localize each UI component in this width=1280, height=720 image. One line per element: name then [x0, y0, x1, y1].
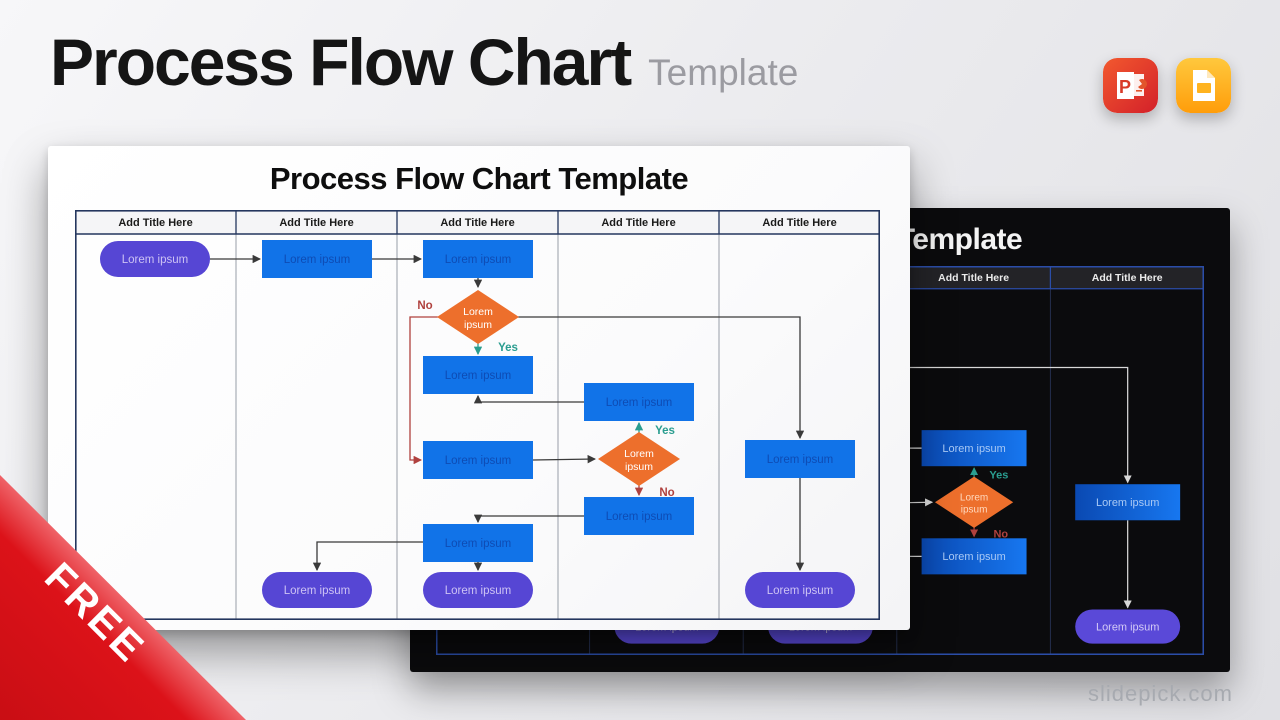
flow-node-decision: [598, 432, 680, 486]
flow-edge-label: No: [659, 487, 674, 499]
flow-edge-label: No: [993, 528, 1008, 540]
flow-node-label: Lorem ipsum: [767, 585, 833, 597]
flow-node-label: Lorem: [463, 306, 493, 318]
page-subtitle: Template: [648, 52, 799, 93]
flow-connector-normal: [473, 514, 584, 524]
lane-header-label: Add Title Here: [762, 217, 836, 229]
flow-edge-label: Yes: [655, 425, 675, 437]
lane-header-label: Add Title Here: [938, 273, 1009, 284]
page-header: Process Flow Chart Template: [50, 26, 798, 99]
flow-node-label: Lorem ipsum: [445, 254, 511, 266]
lane-header-label: Add Title Here: [1092, 273, 1163, 284]
flow-node-terminator: [745, 572, 855, 608]
flow-connector-normal: [532, 454, 597, 464]
svg-text:P: P: [1119, 77, 1131, 97]
flow-node-label: Lorem ipsum: [942, 551, 1005, 563]
flow-node-process: [423, 240, 533, 278]
flow-node-terminator: [262, 572, 372, 608]
slide-title: Process Flow Chart Template: [269, 161, 689, 196]
flow-connector-normal: [312, 541, 423, 572]
lane-header-label: Add Title Here: [279, 217, 353, 229]
lane-header-label: Add Title Here: [118, 217, 192, 229]
format-badges: P: [1103, 58, 1231, 113]
flow-edge-label: Yes: [989, 470, 1008, 482]
flow-node-terminator: [1075, 609, 1181, 644]
flow-edge-label: Yes: [498, 342, 518, 354]
flow-connector-normal: [858, 366, 1132, 484]
flow-node-decision: [437, 290, 519, 344]
lane-header-label: Add Title Here: [601, 217, 675, 229]
flow-node-label: Lorem: [960, 492, 988, 503]
flow-node-label: Lorem ipsum: [606, 511, 672, 523]
flow-node-process: [262, 240, 372, 278]
flow-node-label: ipsum: [464, 319, 492, 331]
flow-connector-normal: [473, 394, 584, 404]
flow-connector-normal: [518, 316, 805, 440]
page-title: Process Flow Chart: [50, 25, 632, 99]
flow-node-process: [921, 430, 1027, 467]
flow-node-label: Lorem ipsum: [445, 370, 511, 382]
flow-node-label: Lorem ipsum: [445, 455, 511, 467]
site-watermark: slidepick.com: [1087, 681, 1233, 706]
flow-node-decision: [934, 476, 1014, 528]
flow-node-label: ipsum: [625, 461, 653, 473]
flow-node-label: Lorem ipsum: [445, 585, 511, 597]
flow-node-process: [745, 440, 855, 478]
flow-node-label: ipsum: [961, 505, 988, 516]
flow-node-process: [423, 441, 533, 479]
flow-node-label: Lorem ipsum: [606, 397, 672, 409]
flow-node-label: Lorem ipsum: [1096, 621, 1159, 633]
flow-node-process: [921, 538, 1027, 575]
flow-node-label: Lorem ipsum: [942, 443, 1005, 455]
flow-node-process: [423, 356, 533, 394]
flow-node-terminator: [423, 572, 533, 608]
flow-node-label: Lorem ipsum: [1096, 497, 1159, 509]
flow-node-label: Lorem ipsum: [284, 585, 350, 597]
flowchart-light: Add Title Here Add Title Here Add Title He…: [75, 210, 880, 620]
powerpoint-icon[interactable]: P: [1103, 58, 1158, 113]
lane-header-label: Add Title Here: [440, 217, 514, 229]
flow-node-label: Lorem: [624, 448, 654, 460]
flow-node-process: [584, 497, 694, 535]
slide-preview-light: Process Flow Chart Template Add Title He…: [48, 146, 910, 630]
lane-header-row: [75, 210, 880, 234]
flow-node-label: Lorem ipsum: [284, 254, 350, 266]
flow-node-label: Lorem ipsum: [767, 454, 833, 466]
flow-node-process: [1075, 484, 1181, 521]
google-slides-icon[interactable]: [1176, 58, 1231, 113]
flow-node-process: [584, 383, 694, 421]
flow-connector-no: [409, 316, 438, 465]
flow-node-terminator: [100, 241, 210, 277]
flow-edge-label: No: [417, 300, 432, 312]
flow-node-label: Lorem ipsum: [445, 538, 511, 550]
flow-node-process: [423, 524, 533, 562]
flow-node-label: Lorem ipsum: [122, 254, 188, 266]
